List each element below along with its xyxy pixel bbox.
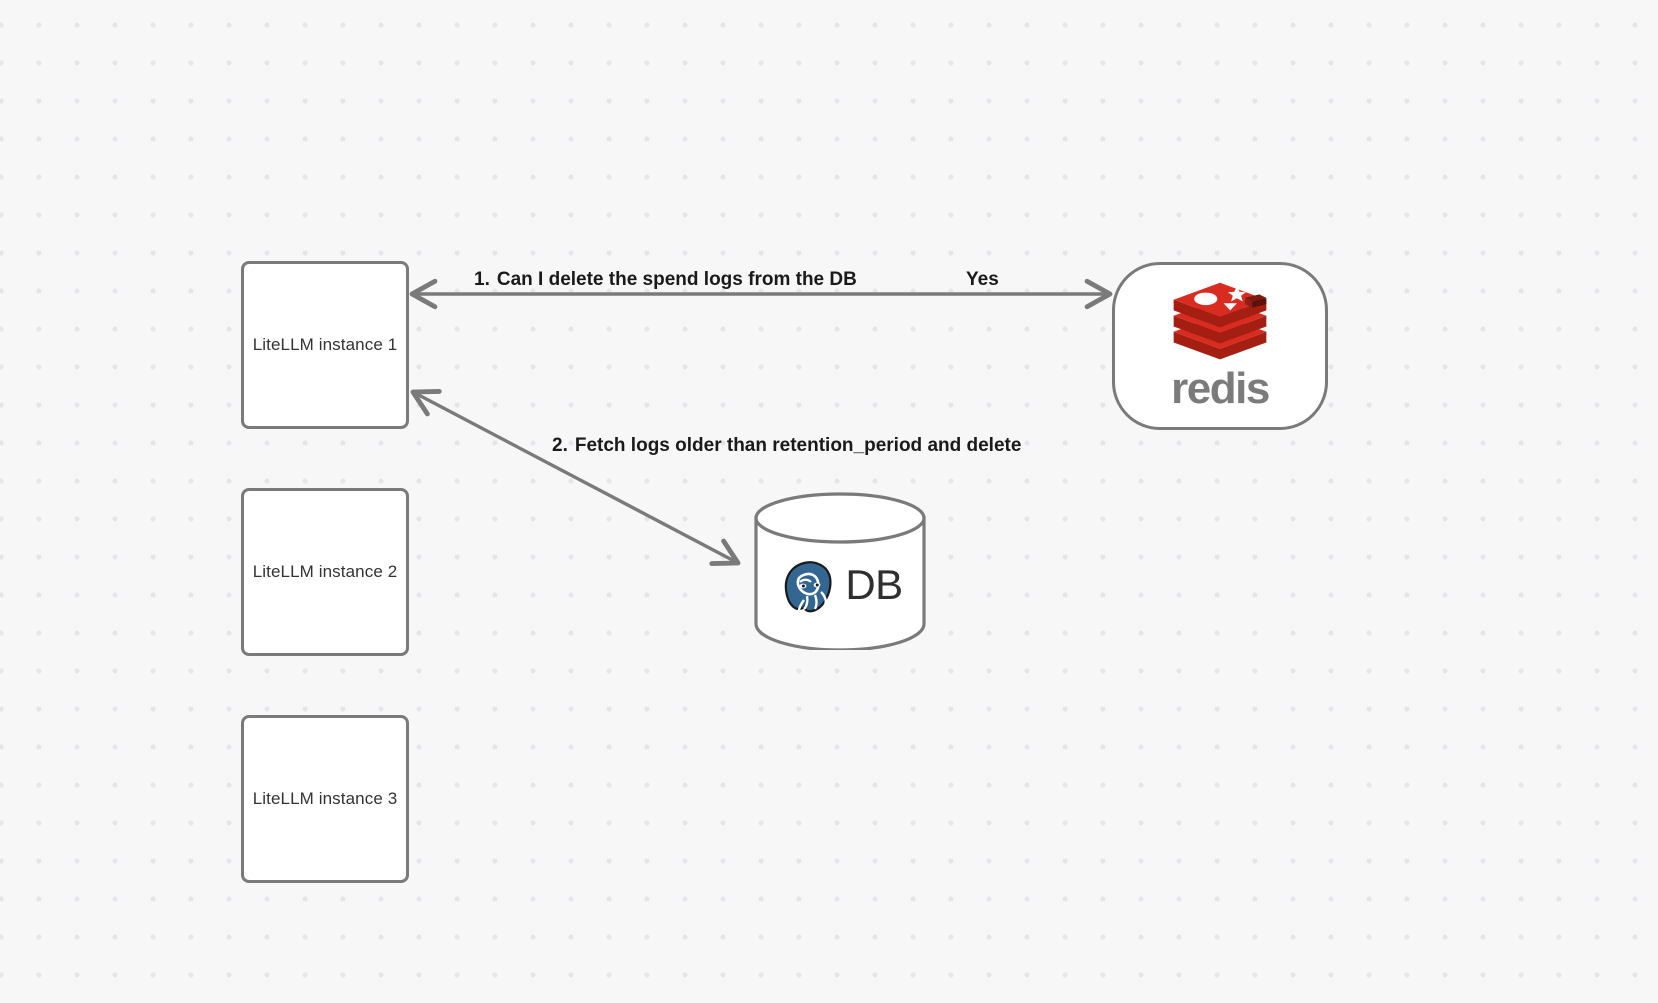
node-litellm-instance-3[interactable]: LiteLLM instance 3 xyxy=(241,715,409,883)
redis-logo-group: redis xyxy=(1166,281,1274,411)
edge-label-1-reply: Yes xyxy=(966,269,999,291)
node-label-litellm-2: LiteLLM instance 2 xyxy=(252,562,398,581)
node-redis[interactable]: redis xyxy=(1112,262,1328,430)
edge-label-1-number: 1. xyxy=(474,269,490,290)
edge-label-2-text: Fetch logs older than retention_period a… xyxy=(574,435,1022,456)
edge-label-1: 1. Can I delete the spend logs from the D… xyxy=(474,269,857,291)
db-label: DB xyxy=(845,561,903,608)
edge-litellm1-db xyxy=(410,388,741,567)
redis-logo-icon xyxy=(1173,282,1267,360)
node-postgres-db[interactable]: DB xyxy=(752,492,928,650)
postgresql-elephant-icon xyxy=(783,559,834,614)
node-litellm-instance-1[interactable]: LiteLLM instance 1 xyxy=(241,261,409,429)
redis-wordmark: redis xyxy=(1171,364,1270,413)
edge-label-1-reply-text: Yes xyxy=(966,269,999,290)
db-logo-group: DB xyxy=(752,492,928,650)
edge-label-2-number: 2. xyxy=(552,435,568,456)
edge-label-2: 2. Fetch logs older than retention_period… xyxy=(552,435,1021,457)
edge-label-1-text: Can I delete the spend logs from the DB xyxy=(496,269,857,290)
node-label-litellm-1: LiteLLM instance 1 xyxy=(252,335,398,354)
node-litellm-instance-2[interactable]: LiteLLM instance 2 xyxy=(241,488,409,656)
cylinder-shape xyxy=(754,492,926,650)
node-label-litellm-3: LiteLLM instance 3 xyxy=(252,789,398,808)
